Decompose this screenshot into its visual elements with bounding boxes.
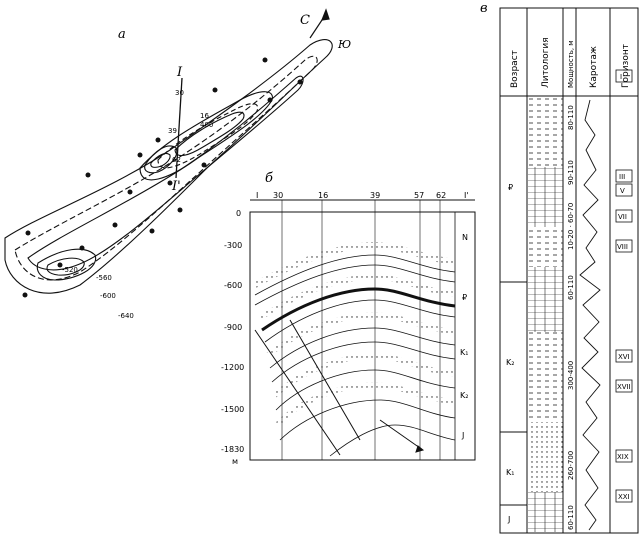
compass-north: С [300, 13, 310, 28]
panel-a-letter: а [118, 27, 126, 42]
contour-label-560: -560 [96, 274, 112, 282]
horizon-label: XXI [618, 493, 630, 501]
depth-label: -300 [224, 241, 242, 250]
horizon-labels: I III V VII VIII XVI XVII XIX XXI [617, 73, 631, 501]
well-log-curve [579, 99, 601, 531]
thickness-value: 60-110 [567, 505, 575, 530]
section-line [175, 77, 183, 179]
horizon-label: V [620, 187, 625, 195]
thickness-value: 90-110 [567, 160, 575, 185]
depth-label: -1200 [221, 363, 244, 372]
depth-label: -1500 [221, 405, 244, 414]
section-end-label: I' [171, 179, 181, 194]
header-logging: Каротаж [589, 46, 599, 88]
section-top-well: 62 [436, 191, 446, 200]
strat-age: J [507, 515, 510, 524]
map-well-16: 16 [200, 112, 209, 120]
map-well-62: 62 [172, 156, 181, 164]
section-age-labels: N ₽ K₁ K₂ J [460, 233, 468, 440]
contour-label-640: -640 [118, 312, 134, 320]
contour-label-400: 400 [200, 121, 213, 129]
strat-age: K₁ [506, 468, 514, 477]
section-start-label: I [176, 65, 183, 80]
horizon-label: XVI [618, 353, 630, 361]
header-lithology: Литология [541, 37, 551, 88]
north-arrow [309, 8, 330, 39]
panel-c-letter: в [480, 1, 488, 16]
depth-label: -1830 [221, 445, 244, 454]
horizon-label: XVII [617, 383, 631, 391]
contour-label-600: -600 [100, 292, 116, 300]
map-wells [22, 57, 303, 298]
strat-ages: ₽ K₂ K₁ J [506, 183, 514, 524]
horizon-label: VIII [617, 243, 628, 251]
depth-label: -900 [224, 323, 242, 332]
lithology-fill [528, 97, 563, 532]
panel-b-letter: б [265, 171, 273, 186]
section-age: ₽ [462, 293, 467, 302]
strat-age: ₽ [508, 183, 513, 192]
depth-unit: м [232, 457, 238, 466]
section-top-well: 30 [273, 191, 283, 200]
section-top-well: 16 [318, 191, 328, 200]
depth-label: -600 [224, 281, 242, 290]
horizon-label: VII [618, 213, 627, 221]
age-boundaries [500, 281, 527, 506]
horizon-label: I [620, 73, 622, 81]
section-top-well: I' [464, 191, 469, 200]
section-age: K₂ [460, 391, 468, 400]
compass-south: Ю [337, 38, 351, 51]
section-top-well: 39 [370, 191, 380, 200]
thickness-value: 80-110 [567, 105, 575, 130]
structure-map [4, 39, 333, 294]
section-age: N [462, 233, 468, 242]
depth-labels: 0 -300 -600 -900 -1200 -1500 -1830 м [221, 209, 244, 466]
section-age: K₁ [460, 348, 468, 357]
strat-age: K₂ [506, 358, 514, 367]
horizon-label: XIX [617, 453, 629, 461]
header-thickness: Мощность, м [567, 40, 575, 88]
thickness-value: 10-20 · 60-70 [567, 203, 575, 250]
header-age: Возраст [510, 50, 520, 88]
horizon-label: III [619, 173, 625, 181]
section-layers [253, 241, 456, 457]
thickness-value: 300-400 [567, 361, 575, 390]
thickness-value: 260-700 [567, 451, 575, 480]
map-well-30: 30 [175, 89, 184, 97]
header-horizon: Горизонт [621, 44, 631, 88]
map-well-39: 39 [168, 127, 177, 135]
section-age: J [461, 431, 464, 440]
strat-horizons [615, 69, 633, 503]
thickness-value: 60-110 [567, 275, 575, 300]
contour-label-520: -520 [62, 266, 78, 274]
strat-headers: Возраст Литология Мощность, м Каротаж Го… [510, 37, 631, 88]
section-top-well: I [256, 191, 258, 200]
depth-label: 0 [236, 209, 241, 218]
fault-blocks [254, 319, 425, 456]
section-top-well: 57 [414, 191, 424, 200]
section-top-labels: I 30 16 39 57 62 I' [256, 191, 469, 200]
strat-thickness: 80-110 90-110 10-20 · 60-70 60-110 300-4… [567, 105, 575, 530]
